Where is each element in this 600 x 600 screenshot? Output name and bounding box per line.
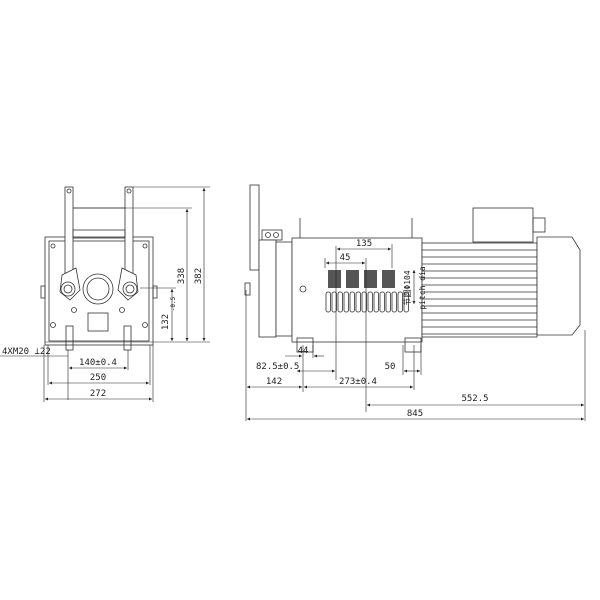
side-view: 135 45 节圆Φ104 pitch dia 44 82.5±0.5 50 1… <box>244 184 586 421</box>
dim-132-tol: -0.5 <box>170 296 177 311</box>
dim-273: 273±0.4 <box>339 377 377 387</box>
groove-slot <box>331 291 337 313</box>
shaft-bore <box>82 273 114 305</box>
dim-44: 44 <box>298 346 309 356</box>
motor-body <box>421 242 538 338</box>
groove-block <box>382 270 395 288</box>
groove-slot <box>349 291 355 313</box>
groove-slot <box>361 291 367 313</box>
dim-140: 140±0.4 <box>79 358 117 368</box>
groove-slot <box>367 291 373 313</box>
dim-845: 845 <box>407 409 423 419</box>
dim-250: 250 <box>90 373 106 383</box>
dim-132: 132 <box>161 314 171 330</box>
groove-slot <box>391 291 397 313</box>
side-rail <box>249 184 260 271</box>
dim-mount-holes: 4XM20 ⊥22 <box>2 347 51 357</box>
left-rail <box>64 186 74 280</box>
groove-slot <box>379 291 385 313</box>
dim-82-5: 82.5±0.5 <box>256 362 299 372</box>
groove-block <box>328 270 341 288</box>
dim-50: 50 <box>385 362 396 372</box>
terminal-box <box>472 207 534 243</box>
traction-sheave-grooves <box>325 270 409 313</box>
groove-block <box>364 270 377 288</box>
groove-block <box>346 270 359 288</box>
dim-338: 338 <box>177 268 187 284</box>
groove-slot <box>337 291 343 313</box>
groove-slot <box>355 291 361 313</box>
groove-slot <box>397 291 403 313</box>
groove-slot <box>343 291 349 313</box>
dim-382: 382 <box>194 268 204 284</box>
flange <box>258 239 277 338</box>
dim-272: 272 <box>90 389 106 399</box>
motor-end-cap <box>536 236 581 336</box>
groove-slot <box>385 291 391 313</box>
dim-45: 45 <box>340 253 351 263</box>
dim-552-5: 552.5 <box>461 394 488 404</box>
dim-135: 135 <box>356 239 372 249</box>
dim-pitch-dia-cn: 节圆Φ104 <box>403 270 412 305</box>
right-rail <box>124 186 134 280</box>
dim-pitch-dia-en: pitch dia <box>418 266 427 310</box>
groove-slot <box>373 291 379 313</box>
dim-142: 142 <box>266 377 282 387</box>
front-view: 382 338 132 -0.5 4XM20 ⊥22 140±0.4 250 2… <box>0 186 210 402</box>
gearbox <box>291 237 423 343</box>
groove-slot <box>403 291 409 313</box>
groove-slot <box>325 291 331 313</box>
